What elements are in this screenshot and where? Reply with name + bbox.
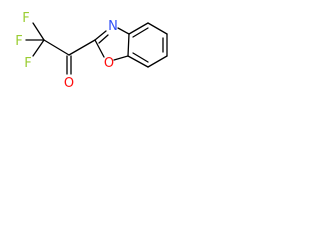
bond-benz-1 (128, 22, 149, 35)
atom-o-carbonyl: O (64, 76, 74, 91)
bond-cf-bottom (32, 39, 45, 57)
atom-f-top: F (22, 11, 29, 26)
bond-c2-n (94, 30, 107, 41)
bond-benz-5 (127, 55, 149, 68)
bond-benz-inner-1 (132, 27, 149, 38)
bond-cf-top (32, 22, 45, 41)
atom-o-ring: O (104, 56, 114, 71)
bond-lines (25, 22, 168, 75)
atom-f-left: F (15, 34, 22, 49)
bond-cf3-carbonyl (43, 39, 70, 56)
atom-labels: F F F O N O (15, 11, 118, 91)
bond-benz-4 (147, 55, 168, 68)
atom-n-ring: N (108, 19, 118, 34)
bond-c2-o (94, 39, 105, 58)
bond-carbonyl-c2 (68, 39, 96, 56)
bond-o-c7a (113, 55, 129, 61)
bond-n-c3a (117, 27, 130, 35)
bond-benz-2 (147, 22, 168, 35)
bond-benz-inner-3 (132, 52, 149, 63)
atom-f-bottom: F (24, 56, 31, 71)
bond-fused (127, 33, 130, 57)
structure-canvas: F F F O N O (0, 0, 193, 109)
bond-c2-n-double (98, 34, 109, 44)
molecule-structure: F F F O N O (15, 11, 168, 91)
